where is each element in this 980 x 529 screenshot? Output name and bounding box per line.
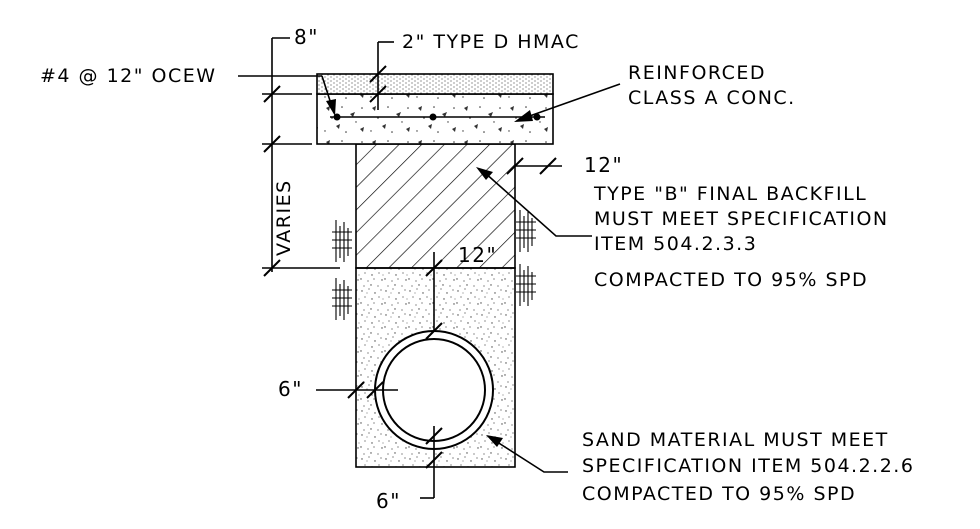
label-hmac: 2" TYPE D HMAC	[402, 31, 580, 53]
leader-sand	[486, 435, 568, 473]
soil-break-left	[332, 220, 352, 320]
leader-reinforced-concrete	[514, 83, 621, 122]
label-backfill-1: TYPE "B" FINAL BACKFILL	[593, 183, 867, 205]
label-sand-3: COMPACTED TO 95% SPD	[582, 483, 856, 505]
label-6in-bottom: 6"	[376, 489, 401, 513]
soil-break-right	[516, 210, 536, 306]
leader-rebar	[238, 75, 336, 116]
dim-hmac	[369, 41, 394, 110]
label-backfill-4: COMPACTED TO 95% SPD	[594, 269, 868, 291]
dim-slab-thickness	[262, 37, 340, 277]
label-12in-center: 12"	[458, 243, 497, 267]
hmac-layer	[316, 73, 554, 95]
leader-backfill	[476, 167, 592, 237]
rebar-dot-2	[429, 113, 437, 121]
label-reinforced-2: CLASS A CONC.	[628, 87, 796, 109]
label-rebar: #4 @ 12" OCEW	[40, 65, 217, 87]
label-8in: 8"	[294, 25, 319, 49]
label-backfill-2: MUST MEET SPECIFICATION	[594, 208, 889, 230]
dim-bottom-bedding	[420, 426, 443, 499]
dim-center-cover	[425, 252, 443, 340]
label-6in-left: 6"	[278, 377, 303, 401]
dim-left-bedding	[316, 381, 398, 399]
label-varies: VARIES	[273, 179, 295, 256]
label-sand-2: SPECIFICATION ITEM 504.2.2.6	[582, 455, 914, 477]
dim-right-clearance	[506, 157, 562, 175]
label-reinforced-1: REINFORCED	[628, 62, 766, 84]
rebar-dot-3	[533, 113, 541, 121]
label-12in-right: 12"	[584, 153, 623, 177]
rebar-dot-1	[333, 113, 341, 121]
label-sand-1: SAND MATERIAL MUST MEET	[582, 429, 889, 451]
label-backfill-3: ITEM 504.2.3.3	[594, 233, 757, 255]
pipe-inner-wall	[382, 338, 486, 442]
